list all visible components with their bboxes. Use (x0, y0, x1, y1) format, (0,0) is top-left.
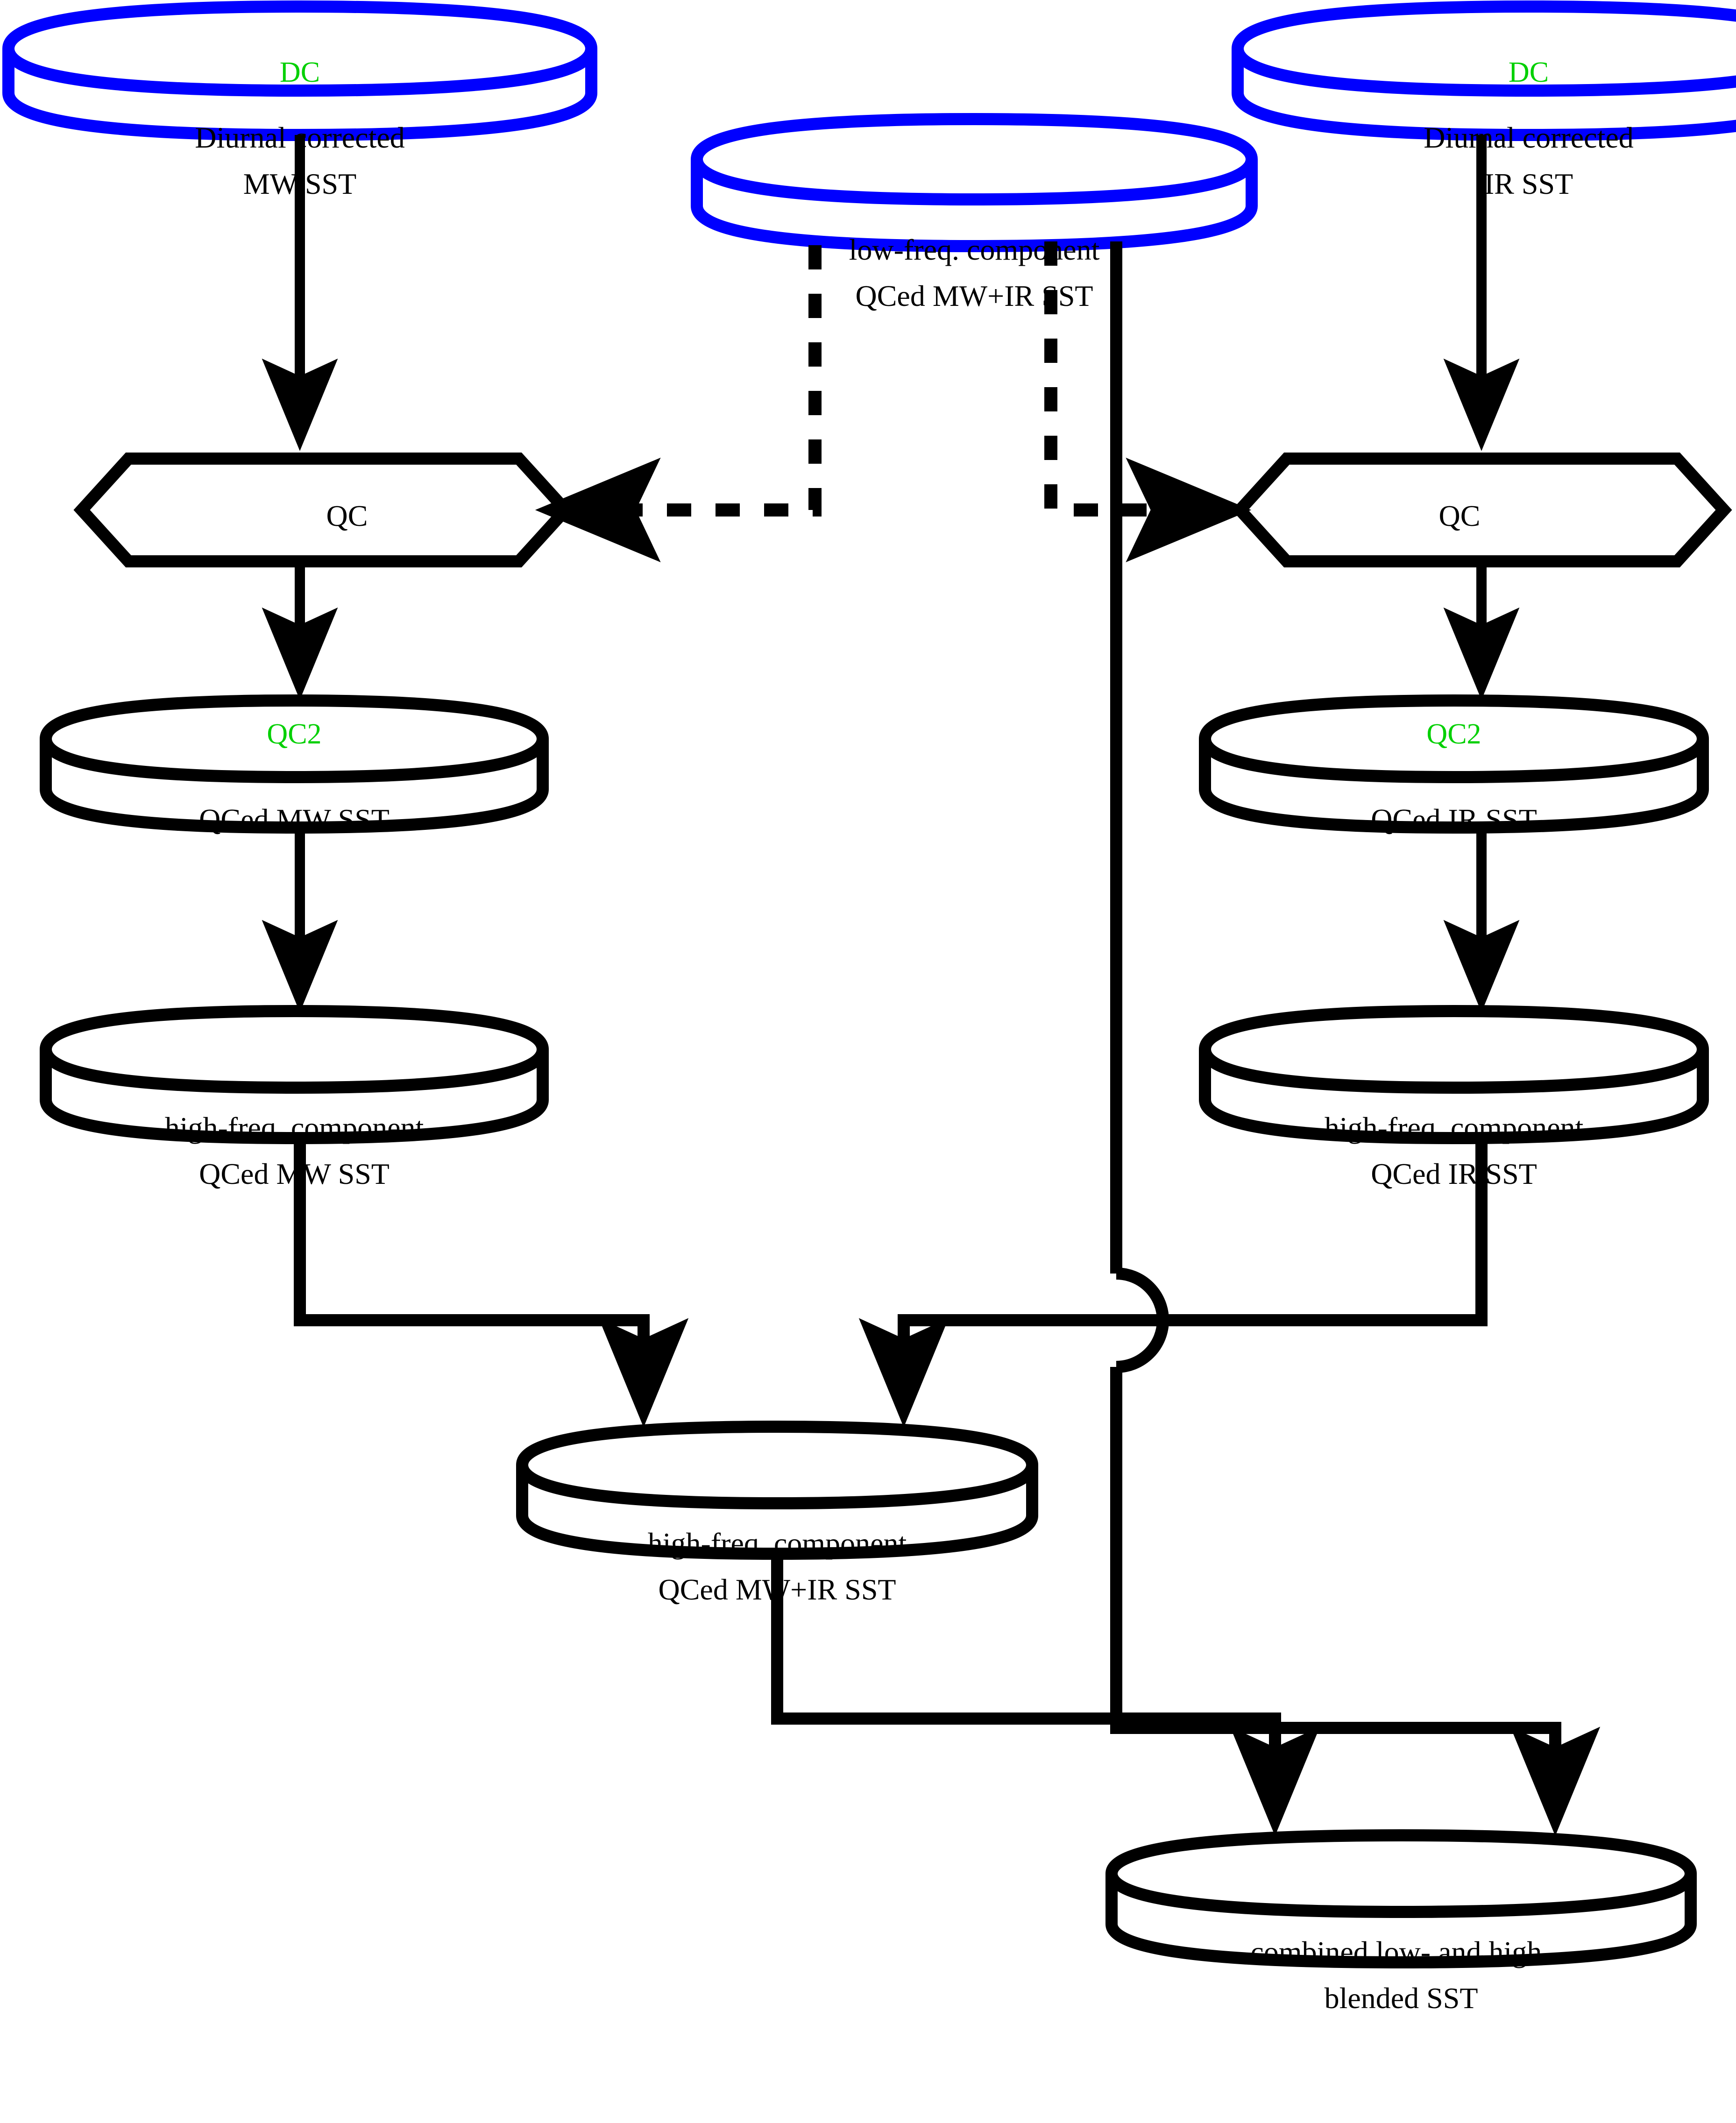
node-dc-ir (1232, 0, 1736, 141)
node-qced-mw (40, 694, 549, 834)
node-hf-ir (1199, 1005, 1709, 1144)
node-qced-ir (1199, 694, 1709, 834)
node-qc-left (73, 453, 574, 567)
edge-lowfreq-to-combined-hop (1116, 1267, 1169, 1373)
node-dc-mw (2, 0, 597, 141)
node-hf-mwir (516, 1421, 1038, 1560)
edge-hfir-to-hfmwir (858, 1138, 1488, 1428)
edge-lowfreq-to-qcright (1044, 241, 1252, 562)
node-combined (1105, 1829, 1697, 1968)
edge-hfmwir-to-combined (771, 1554, 1320, 1836)
edge-hfmw-to-hfmwir (294, 1138, 689, 1428)
edge-lowfreq-to-combined-lower (1110, 1367, 1601, 1836)
node-hf-mw (40, 1005, 549, 1144)
node-qc-right (1232, 453, 1732, 567)
edge-lowfreq-to-qcleft (535, 245, 822, 563)
node-lowfreq-mwir (691, 113, 1258, 252)
